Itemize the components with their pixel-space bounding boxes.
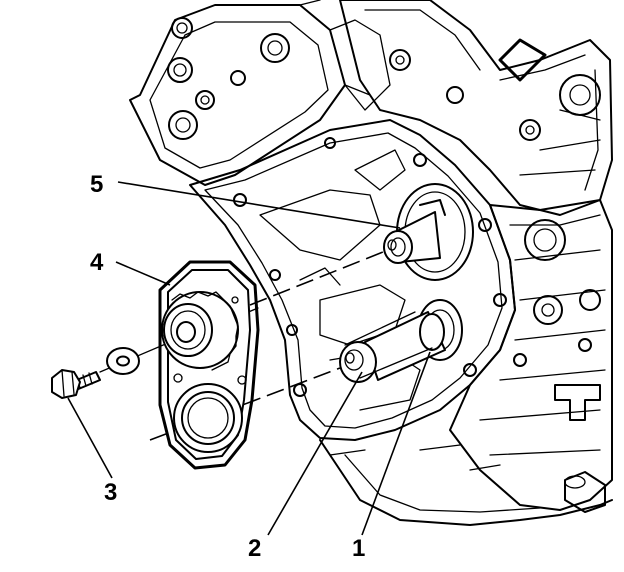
part-1-shaft: [339, 299, 463, 383]
leader-2: [267, 371, 363, 536]
callout-5: 5: [90, 171, 103, 198]
leader-3: [67, 397, 113, 479]
leader-lines: [67, 181, 431, 536]
washer: [106, 347, 140, 375]
callouts: 5 4 3 2 1: [90, 171, 365, 562]
leader-1: [361, 351, 431, 536]
callout-3: 3: [104, 479, 117, 506]
callout-2: 2: [248, 535, 261, 562]
leader-5: [117, 181, 401, 229]
callout-1: 1: [352, 535, 365, 562]
leader-4: [115, 261, 171, 286]
part-4-pulley-cover: [158, 260, 260, 470]
callout-4: 4: [90, 249, 104, 276]
part-5-upper-seal: [383, 183, 474, 281]
part-3-bolt: [51, 369, 101, 399]
engine-block: [129, 0, 613, 526]
